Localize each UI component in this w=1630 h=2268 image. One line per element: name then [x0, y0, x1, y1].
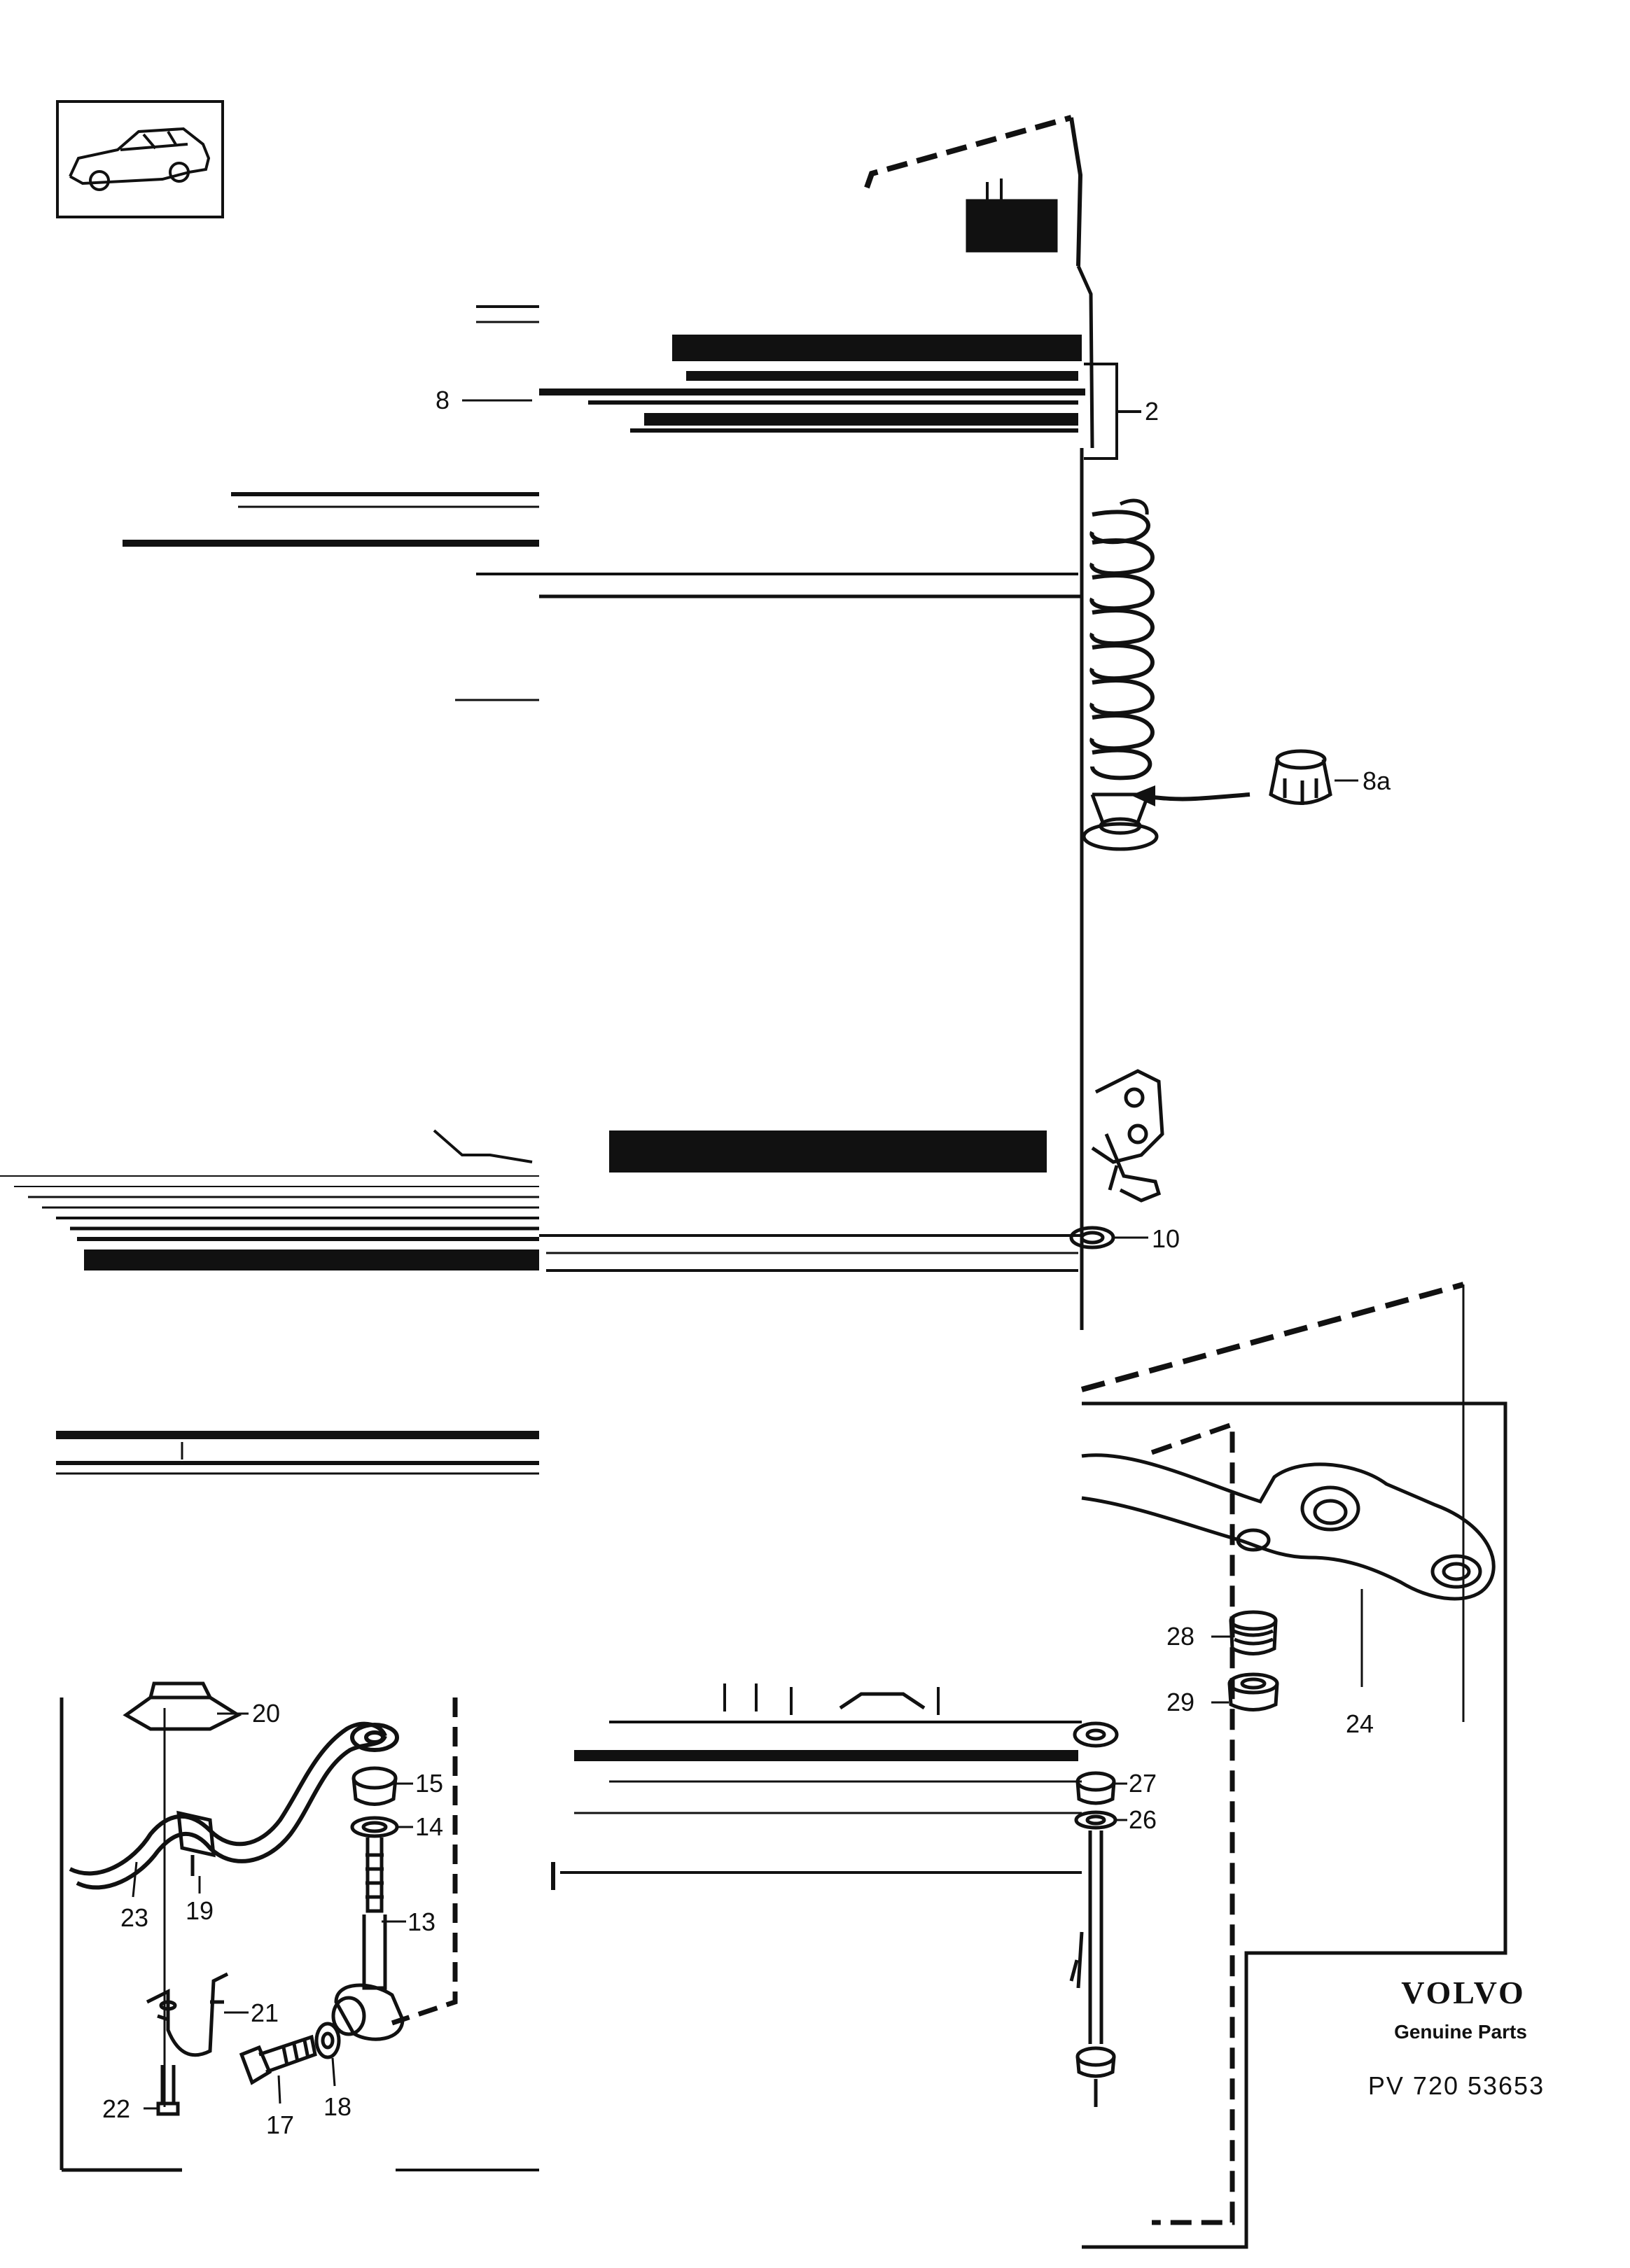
callout-24: 24	[1346, 1709, 1374, 1738]
washer-18	[314, 2022, 341, 2059]
callout-17: 17	[266, 2110, 294, 2139]
brand-tagline: Genuine Parts	[1394, 2021, 1527, 2043]
callout-10: 10	[1152, 1224, 1180, 1253]
clamp-21	[146, 1972, 229, 2057]
bolt-22	[156, 2065, 180, 2116]
scan-streak-band	[0, 1129, 1082, 1475]
stabilizer-bush-19	[176, 1810, 216, 1876]
callout-8: 8	[436, 386, 450, 414]
control-arm-panel	[1080, 1282, 1507, 2249]
callout-labels: 8 2 8a 10 20 15 14 13 23 19 21 22 17 18 …	[102, 386, 1391, 2139]
callout-14: 14	[415, 1812, 443, 1841]
stabilizer-link-13	[331, 1766, 405, 2041]
vehicle-thumbnail	[56, 100, 224, 218]
callout-22: 22	[102, 2094, 130, 2123]
bump-stop-8a	[1269, 749, 1332, 805]
callout-20: 20	[252, 1699, 280, 1728]
sedan-car-icon	[69, 127, 211, 191]
callout-2: 2	[1145, 397, 1159, 426]
callout-26: 26	[1129, 1805, 1157, 1834]
stabilizer-panel	[60, 1698, 539, 2172]
callout-15: 15	[415, 1769, 443, 1798]
leader-lines	[132, 399, 1363, 2110]
callout-13: 13	[408, 1907, 436, 1936]
shock-absorber-upper	[123, 305, 1085, 1330]
brand-logo: VOLVO	[1401, 1975, 1526, 2010]
bolt-17	[239, 2034, 317, 2085]
steering-knuckle	[1091, 1069, 1164, 1203]
bush-28	[1229, 1610, 1278, 1656]
callout-27: 27	[1129, 1769, 1157, 1798]
callout-19: 19	[186, 1896, 214, 1925]
coil-spring	[1089, 498, 1155, 780]
callout-29: 29	[1166, 1688, 1194, 1716]
scan-streak-lower	[551, 1684, 1082, 1890]
strut-top-mount	[864, 115, 1094, 449]
callout-bracket-2	[1084, 363, 1141, 460]
arrow-icon	[1131, 785, 1251, 806]
bush-29	[1227, 1672, 1279, 1712]
callout-18: 18	[323, 2092, 351, 2121]
stabilizer-link-right	[1069, 1721, 1119, 2107]
spring-seat	[1082, 792, 1159, 851]
clamp-20	[123, 1681, 242, 2107]
drawing-number: PV 720 53653	[1368, 2071, 1545, 2100]
callout-28: 28	[1166, 1622, 1194, 1651]
stabilizer-bar-23	[69, 1721, 399, 1890]
callout-23: 23	[120, 1903, 148, 1932]
callout-8a: 8a	[1363, 766, 1391, 795]
callout-21: 21	[251, 1998, 279, 2027]
branding-block: VOLVO Genuine Parts PV 720 53653	[1368, 1975, 1545, 2100]
lower-washer-10	[1069, 1226, 1115, 1250]
control-arm-24	[1081, 1453, 1496, 1601]
